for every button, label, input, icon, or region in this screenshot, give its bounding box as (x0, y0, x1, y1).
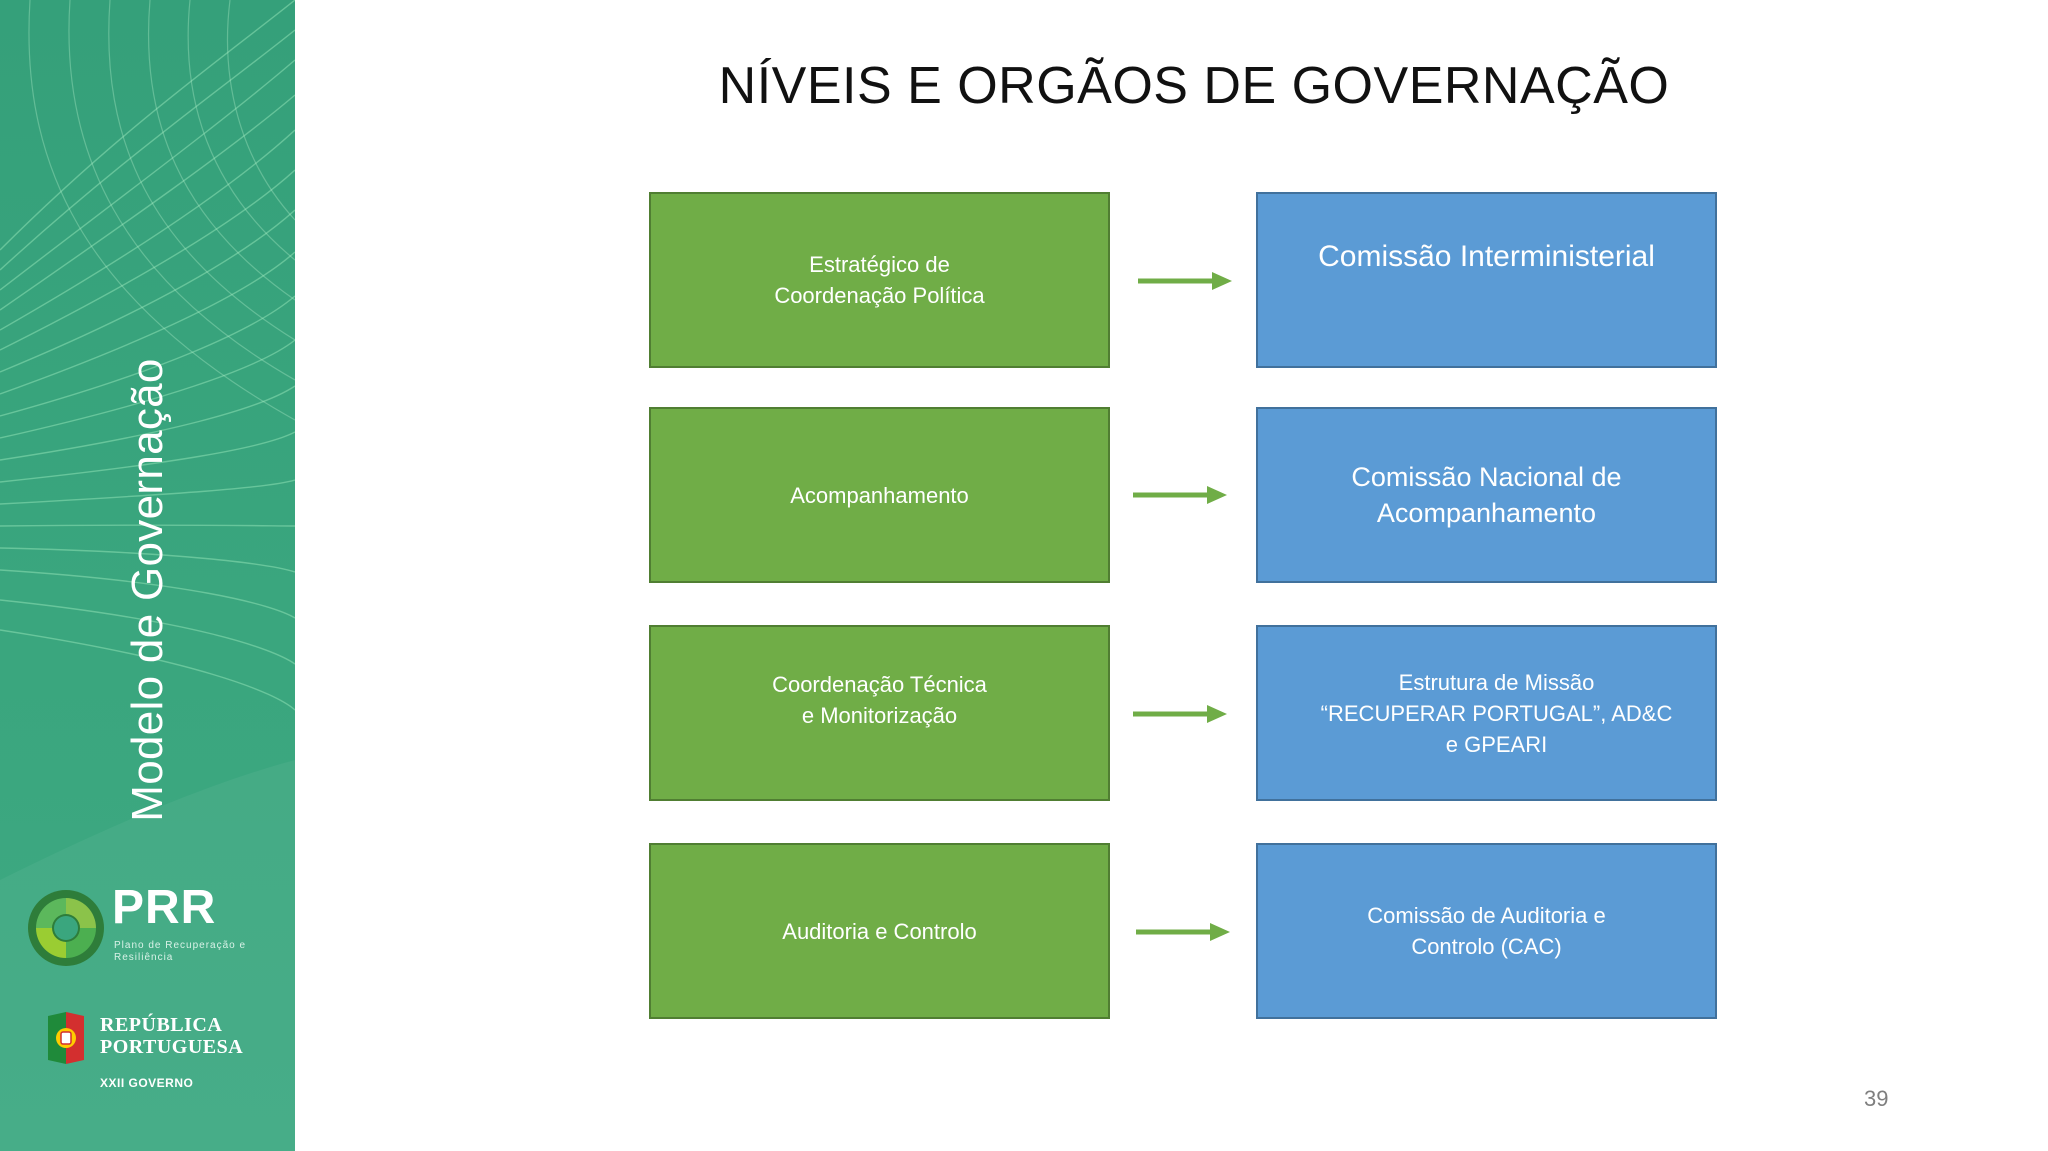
governance-body-box-3: Estrutura de Missão “RECUPERAR PORTUGAL”… (1256, 625, 1717, 801)
arrow-icon-3 (1133, 705, 1227, 723)
level-box-2: Acompanhamento (649, 407, 1110, 583)
level-box-3: Coordenação Técnica e Monitorização (649, 625, 1110, 801)
page-number: 39 (1864, 1086, 1889, 1111)
arrow-icon-2 (1133, 486, 1227, 504)
prr-logo-icon (28, 890, 104, 966)
governance-body-box-4: Comissão de Auditoria e Controlo (CAC) (1256, 843, 1717, 1019)
arrow-icon-1 (1138, 272, 1232, 290)
government-label: XXII GOVERNO (100, 1076, 194, 1090)
republic-line1: REPÚBLICA (100, 1014, 223, 1036)
republic-name: REPÚBLICA PORTUGUESA (100, 1014, 243, 1058)
republic-line2: PORTUGUESA (100, 1036, 244, 1058)
portugal-flag-icon (48, 1012, 84, 1064)
sidebar-title: Modelo de Governação (123, 358, 172, 822)
sidebar: Modelo de Governação PRR Plano de Recupe… (0, 0, 295, 1151)
level-box-4: Auditoria e Controlo (649, 843, 1110, 1019)
prr-acronym: PRR (112, 881, 217, 934)
prr-subtitle: Plano de Recuperação e Resiliência (114, 940, 247, 963)
arrow-icon-4 (1136, 923, 1230, 941)
governance-body-box-2: Comissão Nacional de Acompanhamento (1256, 407, 1717, 583)
page-title: NÍVEIS E ORGÃOS DE GOVERNAÇÃO (718, 57, 1670, 115)
level-box-1: Estratégico de Coordenação Política (649, 192, 1110, 368)
governance-body-box-1: Comissão Interministerial (1256, 192, 1717, 368)
